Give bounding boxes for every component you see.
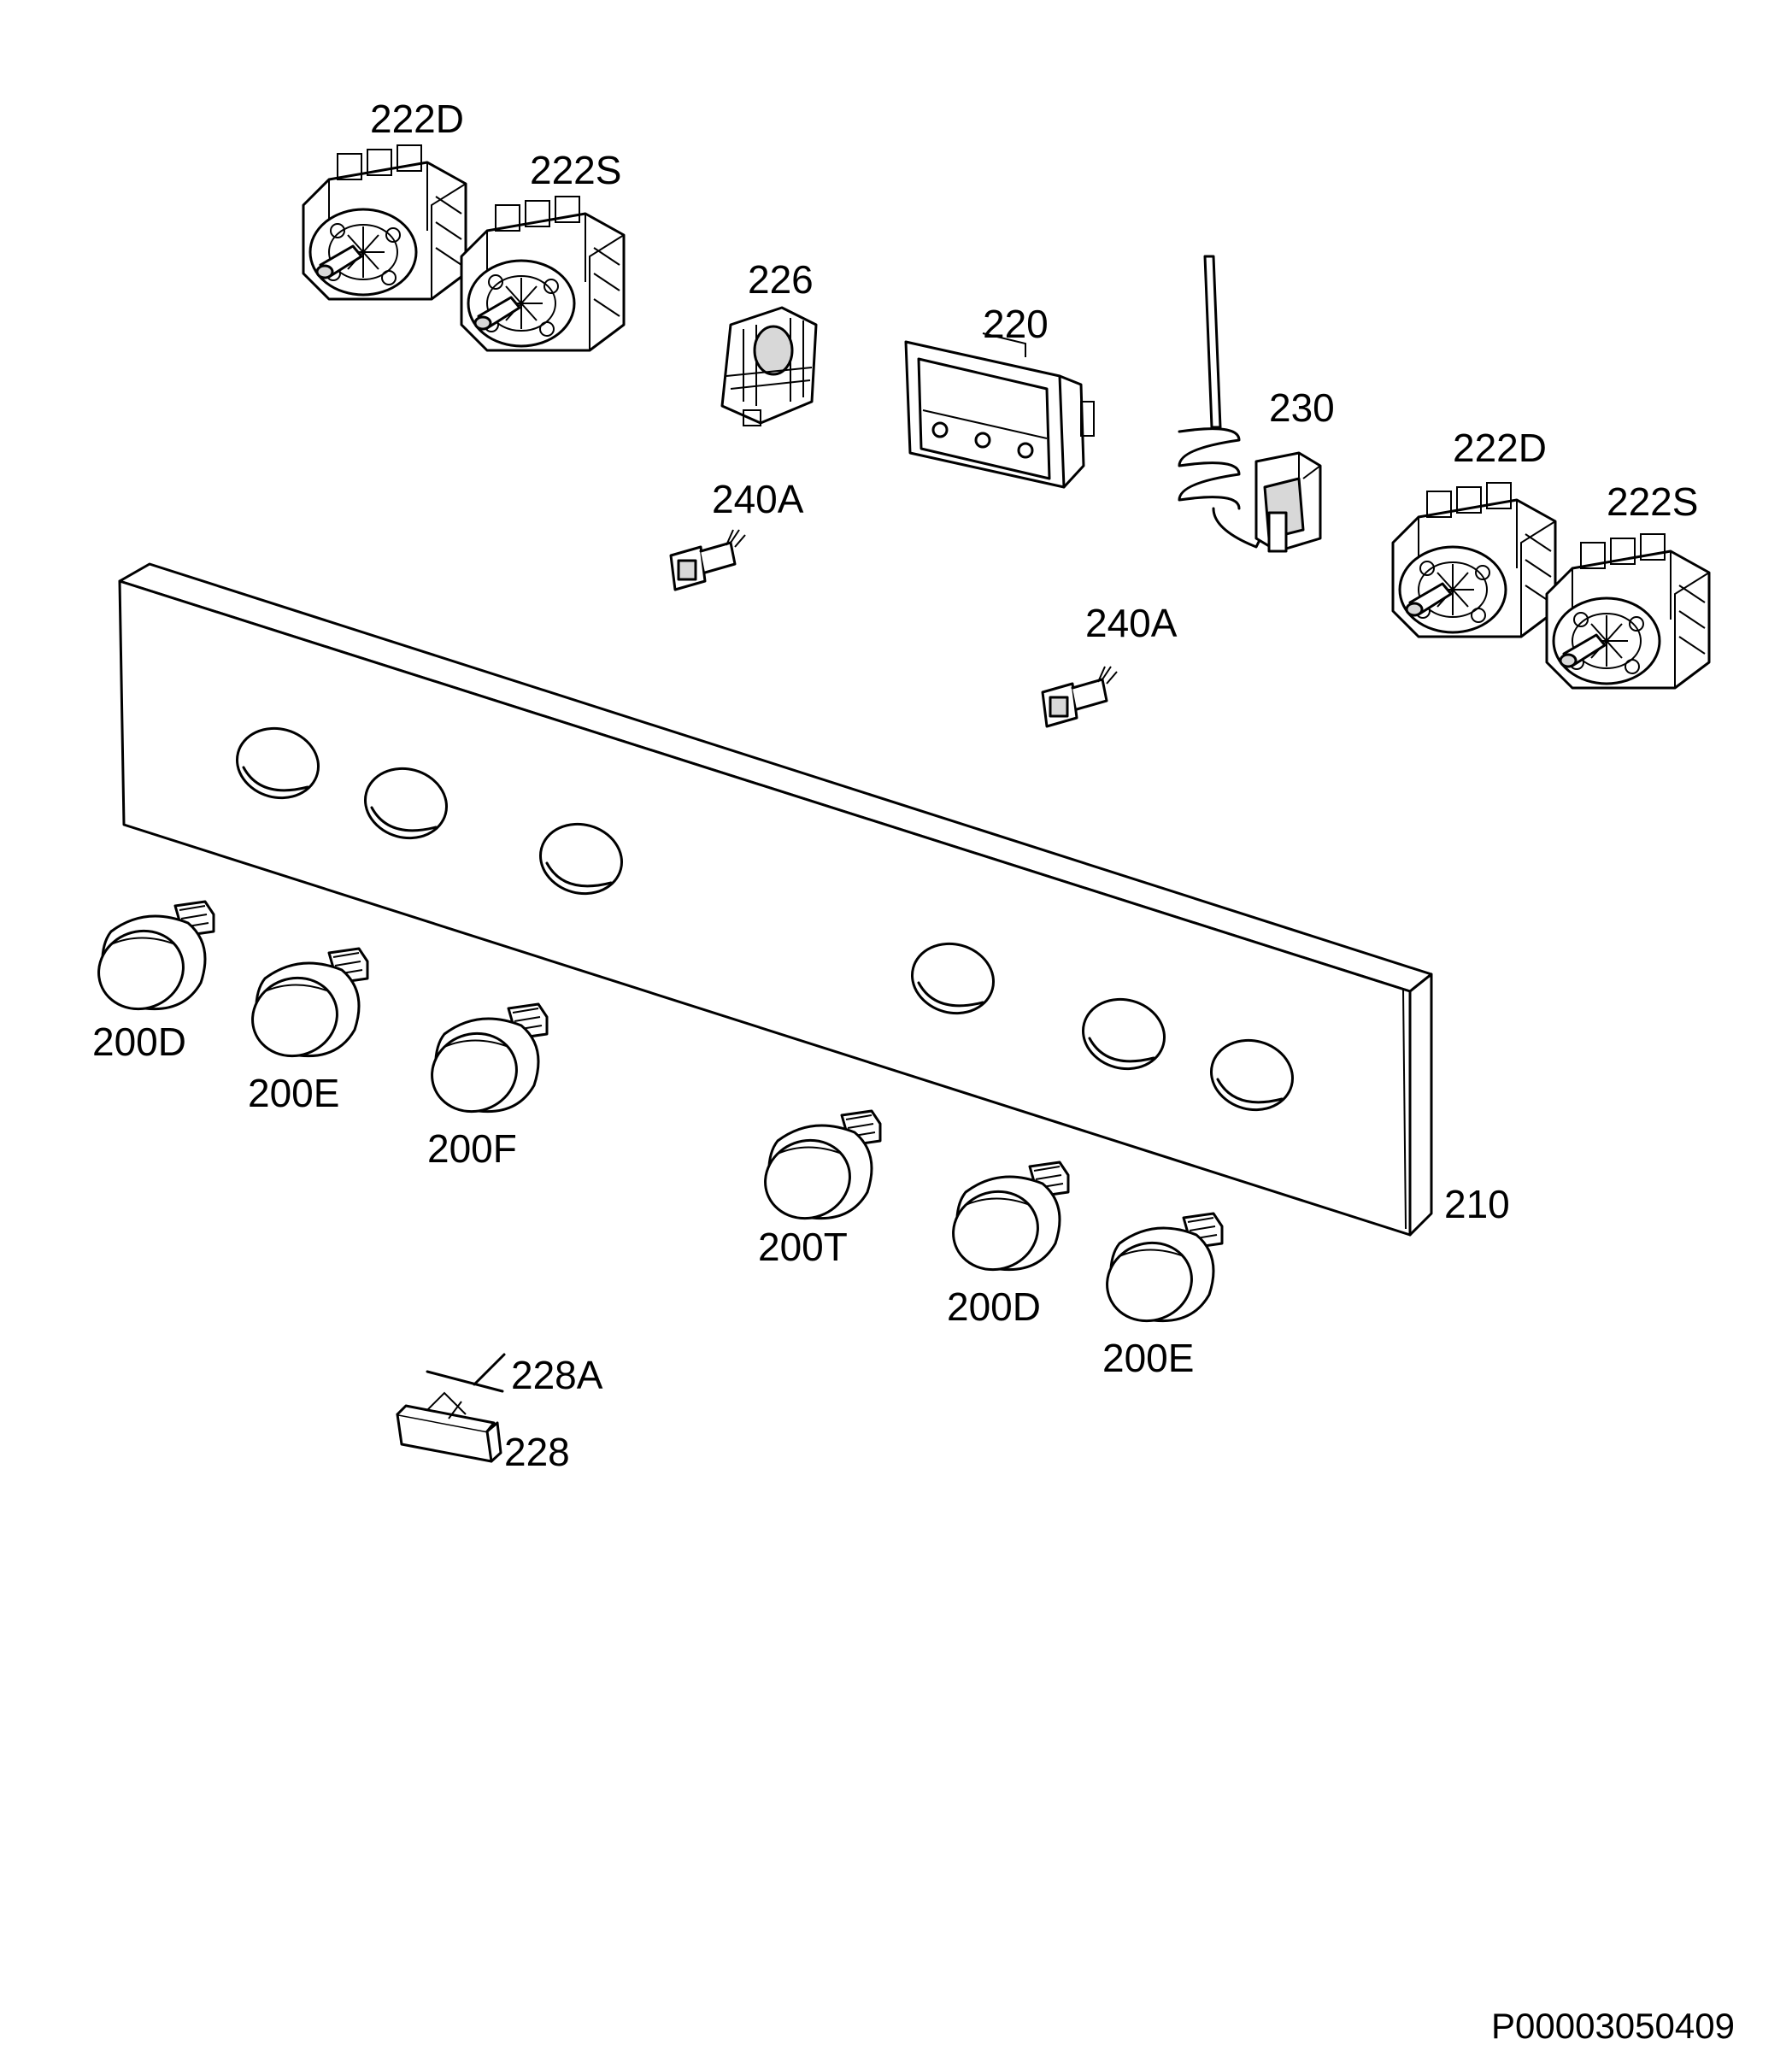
label-222s-right: 222S xyxy=(1607,479,1698,524)
label-200f: 200F xyxy=(427,1126,517,1171)
display-housing-220 xyxy=(904,332,1095,489)
knob-200e-left xyxy=(240,947,369,1069)
label-228: 228 xyxy=(504,1430,570,1474)
bracket-228 xyxy=(396,1391,502,1463)
knob-200t xyxy=(753,1109,882,1231)
knob-200d-right xyxy=(941,1161,1070,1283)
control-panel-210 xyxy=(118,562,1433,1237)
knob-200e-right xyxy=(1095,1212,1224,1334)
label-220: 220 xyxy=(983,302,1049,346)
label-222d-top-left: 222D xyxy=(370,97,464,141)
knob-200f xyxy=(420,1002,549,1125)
switch-222d-right xyxy=(1391,481,1557,638)
thermostat-230 xyxy=(1178,255,1322,553)
label-200d-left: 200D xyxy=(92,1020,186,1064)
label-210: 210 xyxy=(1444,1182,1510,1226)
bracket-wire-228a xyxy=(426,1353,506,1393)
label-200d-right: 200D xyxy=(947,1284,1041,1329)
indicator-lamp-240a-left xyxy=(669,528,747,591)
knob-200d-left xyxy=(86,900,215,1022)
label-200t: 200T xyxy=(758,1225,848,1269)
document-code: P00003050409 xyxy=(1491,2006,1735,2046)
label-200e-left: 200E xyxy=(248,1071,339,1115)
label-228a: 228A xyxy=(511,1353,603,1397)
indicator-lamp-240a-right xyxy=(1041,665,1119,728)
label-226: 226 xyxy=(748,257,814,302)
switch-222s-right xyxy=(1545,532,1711,690)
switch-222d-top-left xyxy=(302,144,467,301)
label-240a-right: 240A xyxy=(1085,601,1178,645)
label-222s-top-left: 222S xyxy=(530,148,621,192)
switch-222s-top-left xyxy=(460,195,626,352)
label-200e-right: 200E xyxy=(1102,1336,1194,1380)
label-230: 230 xyxy=(1269,385,1335,430)
label-222d-right: 222D xyxy=(1453,426,1547,470)
terminal-block-226 xyxy=(720,306,818,426)
label-240a-left: 240A xyxy=(712,477,804,521)
